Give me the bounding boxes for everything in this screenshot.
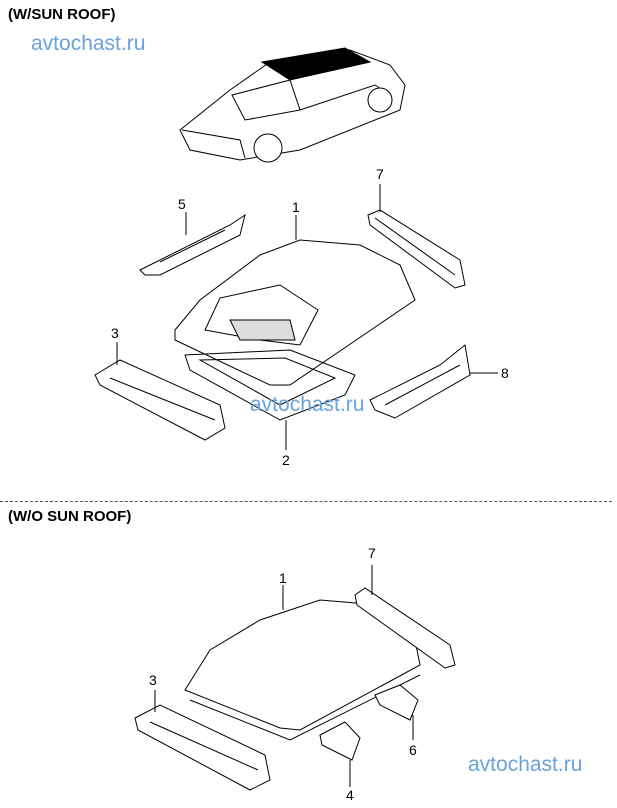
part-5-bracket <box>139 213 246 276</box>
callout-3: 3 <box>149 672 157 688</box>
part-7-rail-lower <box>354 587 456 669</box>
callout-8: 8 <box>501 365 509 381</box>
callout-7: 7 <box>376 166 384 182</box>
part-4-bow <box>319 721 361 761</box>
section-divider <box>0 501 612 502</box>
watermark: avtochast.ru <box>468 753 583 776</box>
roof-panel-sunroof <box>174 239 416 386</box>
section-title-with-sunroof: (W/SUN ROOF) <box>8 6 116 23</box>
callout-7: 7 <box>368 545 376 561</box>
section-title-without-sunroof: (W/O SUN ROOF) <box>8 508 132 525</box>
callout-6: 6 <box>409 742 417 758</box>
part-3-rail-lower <box>134 704 271 791</box>
callout-3: 3 <box>111 325 119 341</box>
part-8-bracket <box>369 344 471 419</box>
watermark: avtochast.ru <box>31 32 146 55</box>
callout-2: 2 <box>282 452 290 468</box>
callout-4: 4 <box>346 787 354 803</box>
part-6-bow <box>374 684 419 721</box>
watermark: avtochast.ru <box>250 393 365 416</box>
callout-5: 5 <box>178 196 186 212</box>
callout-1: 1 <box>279 570 287 586</box>
callout-1: 1 <box>292 199 300 215</box>
part-3-rail <box>94 359 226 441</box>
sunroof-frame <box>184 349 356 421</box>
car-illustration <box>179 47 406 163</box>
